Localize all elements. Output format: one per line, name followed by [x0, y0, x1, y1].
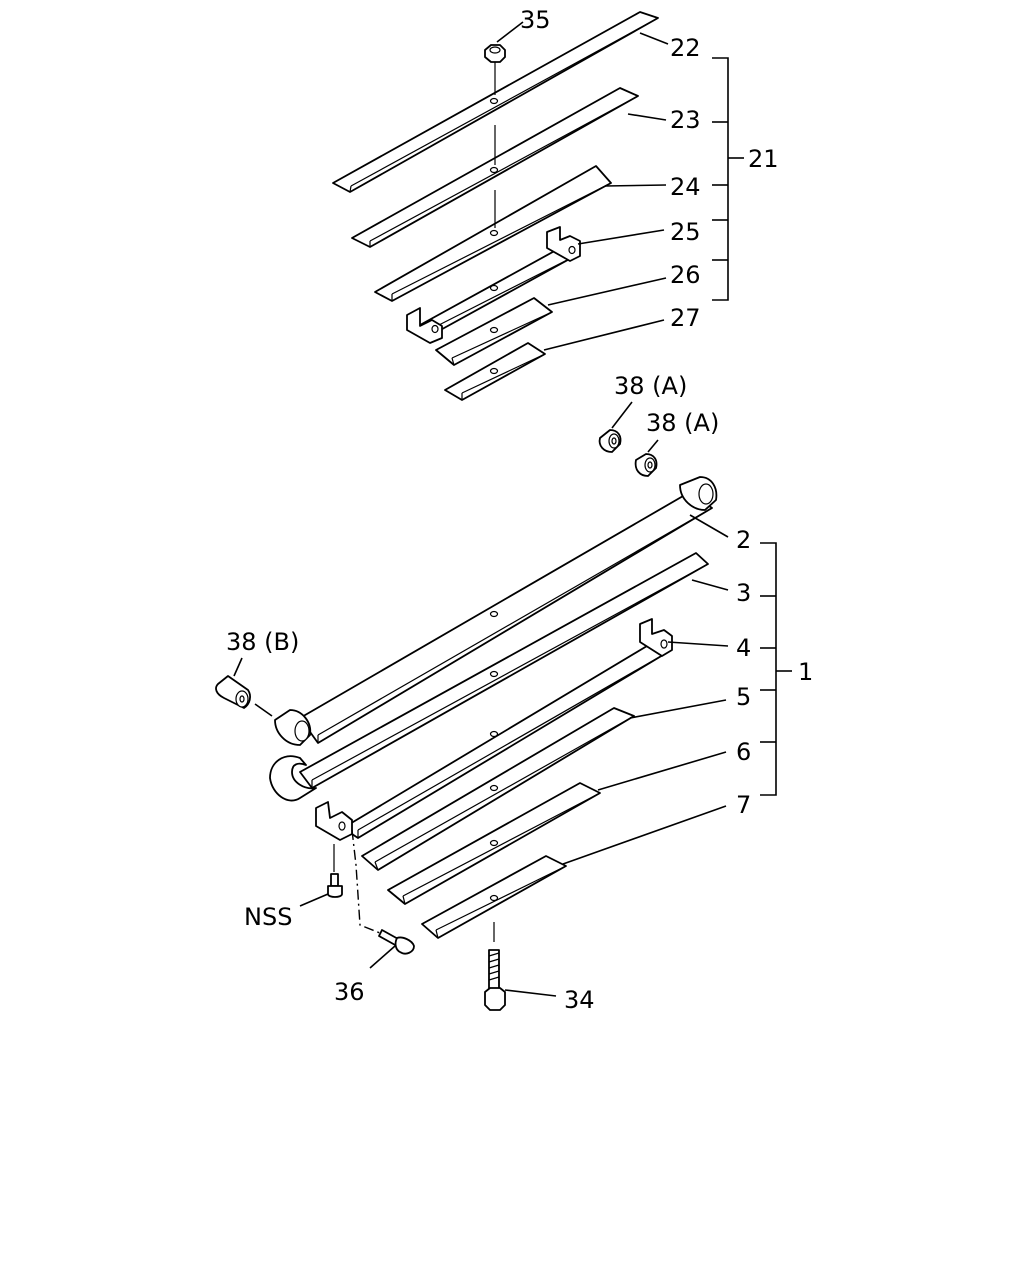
nut-35 [484, 44, 506, 228]
label-25: 25 [670, 218, 701, 246]
leaf-3 [269, 552, 709, 802]
leaf-7 [421, 855, 567, 939]
label-21: 21 [748, 145, 779, 173]
label-38b: 38 (B) [226, 628, 299, 656]
clip-25-left [406, 307, 443, 344]
label-3: 3 [736, 579, 751, 607]
bushing-38a-upper [598, 429, 622, 453]
callout-labels: 35 22 23 21 24 25 26 27 38 (A) 38 (A) 2 … [226, 6, 813, 1014]
clip-4-left [315, 801, 353, 841]
label-22: 22 [670, 34, 701, 62]
label-1: 1 [798, 658, 813, 686]
label-7: 7 [736, 791, 751, 819]
screw-nss [327, 844, 343, 898]
label-24: 24 [670, 173, 701, 201]
label-4: 4 [736, 634, 751, 662]
label-38a-upper: 38 (A) [614, 372, 687, 400]
label-6: 6 [736, 738, 751, 766]
leaf-4 [315, 618, 673, 841]
leaf-5 [361, 707, 635, 871]
bushing-38b [215, 675, 251, 709]
leaf-6 [387, 782, 601, 905]
bolt-36 [351, 829, 415, 955]
label-35: 35 [520, 6, 551, 34]
leaf-2 [274, 476, 718, 746]
center-bolt-34 [484, 922, 506, 1011]
label-38a-lower: 38 (A) [646, 409, 719, 437]
label-36: 36 [334, 978, 365, 1006]
label-27: 27 [670, 304, 701, 332]
label-26: 26 [670, 261, 701, 289]
label-23: 23 [670, 106, 701, 134]
label-34: 34 [564, 986, 595, 1014]
lower-leaf-assembly [215, 401, 792, 1011]
label-5: 5 [736, 683, 751, 711]
upper-leaf-assembly [332, 11, 744, 401]
label-nss: NSS [244, 903, 292, 931]
bushing-38a-lower [634, 453, 658, 477]
label-2: 2 [736, 526, 751, 554]
